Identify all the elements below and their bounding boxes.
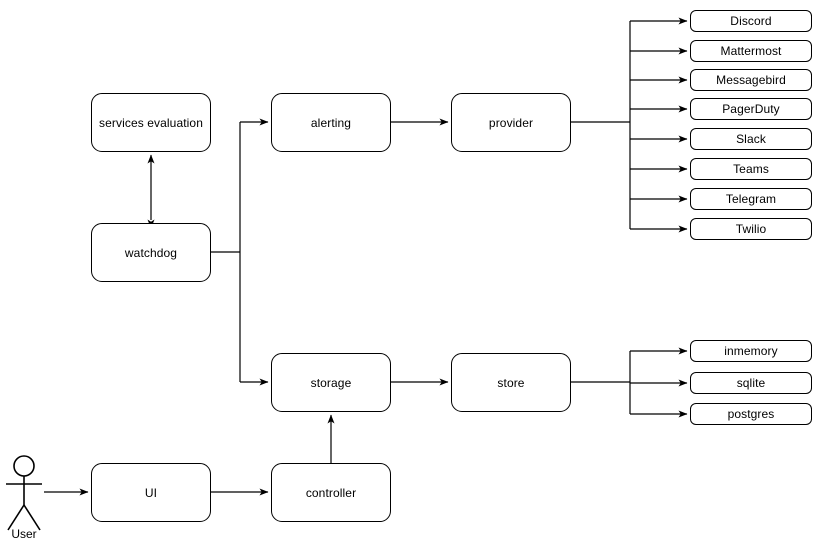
node-discord-label: Discord	[730, 14, 772, 28]
node-teams-label: Teams	[733, 162, 769, 176]
node-twilio-label: Twilio	[735, 222, 767, 236]
node-services-evaluation[interactable]: services evaluation	[91, 93, 211, 152]
node-watchdog-label: watchdog	[124, 245, 178, 260]
node-controller-label: controller	[305, 485, 357, 500]
node-store-label: store	[497, 375, 525, 390]
node-pagerduty[interactable]: PagerDuty	[690, 98, 812, 120]
node-storage[interactable]: storage	[271, 353, 391, 412]
node-alerting[interactable]: alerting	[271, 93, 391, 152]
node-inmemory-label: inmemory	[724, 344, 778, 358]
node-store[interactable]: store	[451, 353, 571, 412]
node-services-evaluation-label: services evaluation	[99, 115, 203, 130]
node-teams[interactable]: Teams	[690, 158, 812, 180]
user-actor-label: User	[11, 527, 37, 541]
node-ui[interactable]: UI	[91, 463, 211, 522]
user-actor[interactable]: User	[0, 455, 54, 551]
node-ui-label: UI	[144, 485, 158, 500]
node-sqlite[interactable]: sqlite	[690, 372, 812, 394]
node-messagebird-label: Messagebird	[716, 73, 786, 87]
node-mattermost[interactable]: Mattermost	[690, 40, 812, 62]
node-alerting-label: alerting	[310, 115, 352, 130]
node-inmemory[interactable]: inmemory	[690, 340, 812, 362]
node-pagerduty-label: PagerDuty	[722, 102, 780, 116]
node-slack-label: Slack	[736, 132, 766, 146]
node-slack[interactable]: Slack	[690, 128, 812, 150]
node-messagebird[interactable]: Messagebird	[690, 69, 812, 91]
node-postgres-label: postgres	[727, 407, 775, 421]
node-watchdog[interactable]: watchdog	[91, 223, 211, 282]
node-storage-label: storage	[310, 375, 352, 390]
node-telegram-label: Telegram	[725, 192, 777, 206]
node-discord[interactable]: Discord	[690, 10, 812, 32]
node-controller[interactable]: controller	[271, 463, 391, 522]
node-postgres[interactable]: postgres	[690, 403, 812, 425]
node-provider-label: provider	[488, 115, 534, 130]
node-provider[interactable]: provider	[451, 93, 571, 152]
node-twilio[interactable]: Twilio	[690, 218, 812, 240]
node-telegram[interactable]: Telegram	[690, 188, 812, 210]
node-sqlite-label: sqlite	[736, 376, 766, 390]
node-mattermost-label: Mattermost	[720, 44, 782, 58]
